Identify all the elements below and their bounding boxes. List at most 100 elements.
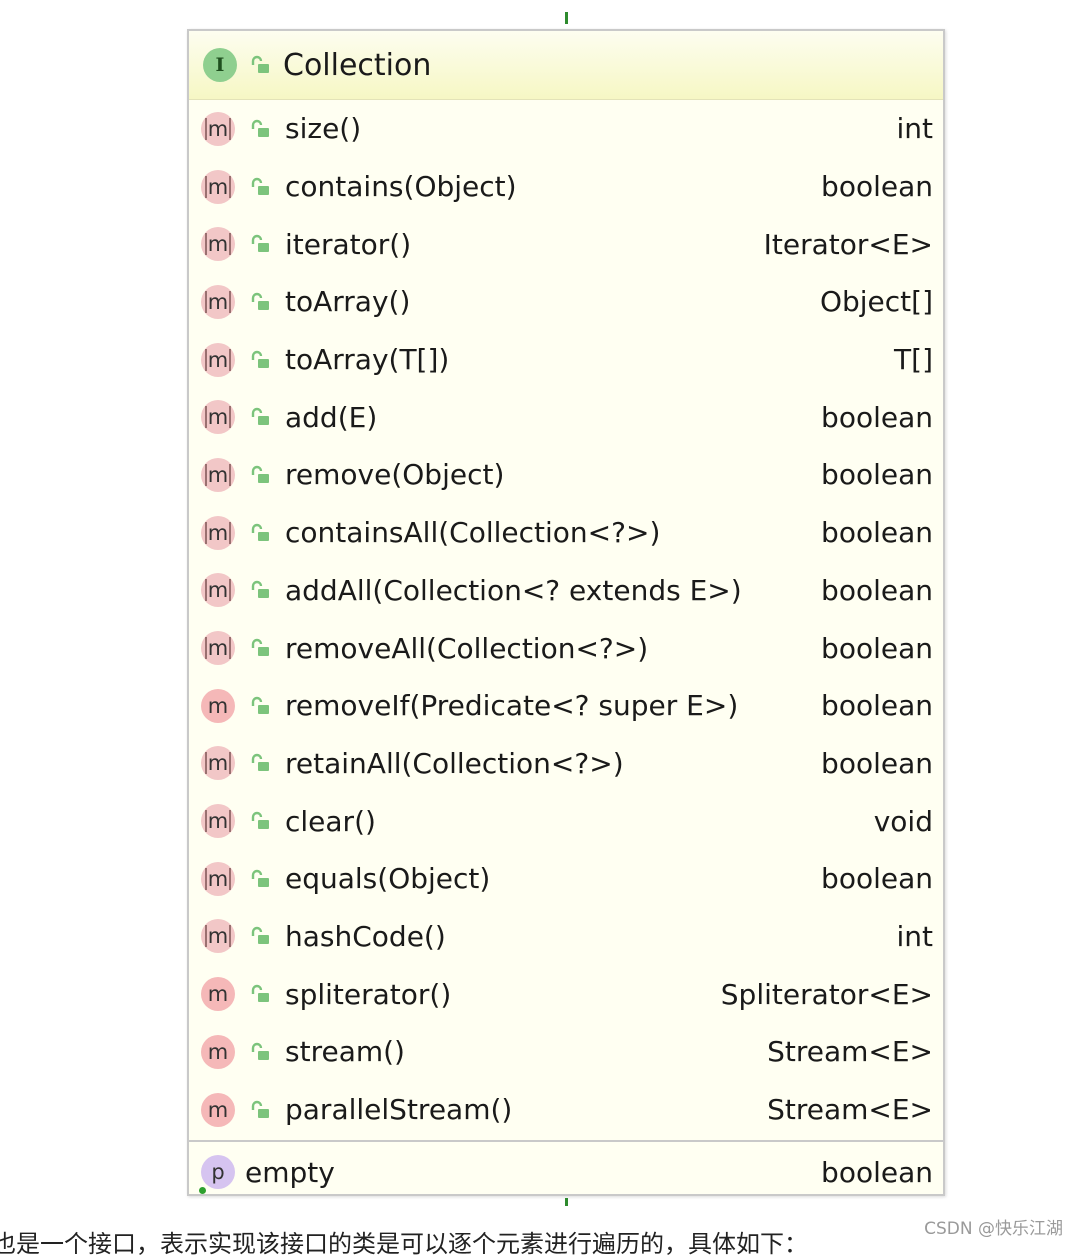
interface-name: Collection [283,47,432,83]
public-lock-icon [249,1041,271,1063]
property-row: p empty boolean [189,1142,943,1202]
uml-class-box: I Collection m size() int m contains(Object)… [187,29,945,1196]
section-divider [189,1140,943,1143]
method-signature: retainAll(Collection<?>) [285,746,624,780]
method-signature: hashCode() [285,919,446,953]
public-lock-icon [249,464,271,486]
method-signature: iterator() [285,227,412,261]
public-lock-icon [249,406,271,428]
method-icon: m [201,631,235,666]
method-signature: contains(Object) [285,170,517,204]
method-row: m size() int [189,100,943,158]
method-list: m size() int m contains(Object) boolean m itera… [189,100,943,1138]
method-return-type: Stream<E> [767,1035,933,1069]
method-signature: removeAll(Collection<?>) [285,631,649,665]
method-return-type: boolean [821,689,933,723]
method-row: m parallelStream() Stream<E> [189,1081,943,1139]
method-icon: m [201,111,235,146]
property-name: empty [245,1155,335,1189]
public-lock-icon [249,54,271,76]
public-lock-icon [249,291,271,313]
method-icon: m [201,400,235,435]
public-lock-icon [249,695,271,717]
method-signature: stream() [285,1035,405,1069]
public-lock-icon [249,522,271,544]
method-signature: size() [285,112,362,146]
method-signature: spliterator() [285,977,452,1011]
public-lock-icon [249,176,271,198]
connector-top [565,12,568,24]
method-row: m clear() void [189,792,943,850]
caption-text: 也是一个接口，表示实现该接口的类是可以逐个元素进行遍历的，具体如下： [0,1230,808,1258]
method-row: m removeAll(Collection<?>) boolean [189,619,943,677]
method-icon: m [201,573,235,608]
method-row: m spliterator() Spliterator<E> [189,965,943,1023]
method-row: m stream() Stream<E> [189,1023,943,1081]
public-lock-icon [249,118,271,140]
class-header: I Collection [189,31,943,100]
method-return-type: Object[] [819,285,933,319]
method-icon: m [201,746,235,781]
public-lock-icon [249,1099,271,1121]
method-icon: m [201,284,235,319]
method-return-type: T[] [894,343,933,377]
method-row: m addAll(Collection<? extends E>) boolean [189,562,943,620]
method-return-type: boolean [821,516,933,550]
method-icon: m [201,227,235,262]
public-lock-icon [249,233,271,255]
method-return-type: Spliterator<E> [720,977,933,1011]
method-signature: addAll(Collection<? extends E>) [285,573,742,607]
method-return-type: int [896,112,933,146]
property-icon: p [201,1155,235,1190]
method-icon: m [201,919,235,954]
method-return-type: boolean [821,746,933,780]
connector-bottom [565,1198,568,1206]
public-lock-icon [249,983,271,1005]
watermark: CSDN @快乐江湖 [924,1219,1063,1239]
public-lock-icon [249,579,271,601]
method-row: m contains(Object) boolean [189,158,943,216]
method-signature: toArray(T[]) [285,343,450,377]
method-return-type: void [873,804,933,838]
method-icon: m [201,169,235,204]
method-return-type: Stream<E> [767,1093,933,1127]
method-return-type: boolean [821,573,933,607]
method-signature: clear() [285,804,376,838]
method-return-type: boolean [821,170,933,204]
public-lock-icon [249,349,271,371]
method-icon: m [201,1092,235,1127]
method-return-type: boolean [821,458,933,492]
method-icon: m [201,804,235,839]
method-signature: equals(Object) [285,862,491,896]
method-icon: m [201,515,235,550]
method-icon: m [201,861,235,896]
method-icon: m [201,977,235,1012]
public-lock-icon [249,868,271,890]
method-signature: containsAll(Collection<?>) [285,516,661,550]
method-row: m add(E) boolean [189,388,943,446]
property-indicator-dot [199,1187,206,1195]
method-row: m toArray(T[]) T[] [189,331,943,389]
property-icon-letter: p [211,1160,225,1185]
method-signature: parallelStream() [285,1093,513,1127]
method-return-type: boolean [821,631,933,665]
method-row: m removeIf(Predicate<? super E>) boolean [189,677,943,735]
method-icon: m [201,1034,235,1069]
method-row: m containsAll(Collection<?>) boolean [189,504,943,562]
method-icon: m [201,342,235,377]
method-row: m iterator() Iterator<E> [189,215,943,273]
method-icon: m [201,688,235,723]
public-lock-icon [249,810,271,832]
public-lock-icon [249,637,271,659]
method-row: m toArray() Object[] [189,273,943,331]
method-return-type: boolean [821,400,933,434]
interface-icon: I [203,48,237,82]
public-lock-icon [249,925,271,947]
method-signature: add(E) [285,400,378,434]
method-return-type: Iterator<E> [763,227,933,261]
method-signature: toArray() [285,285,411,319]
method-signature: removeIf(Predicate<? super E>) [285,689,739,723]
